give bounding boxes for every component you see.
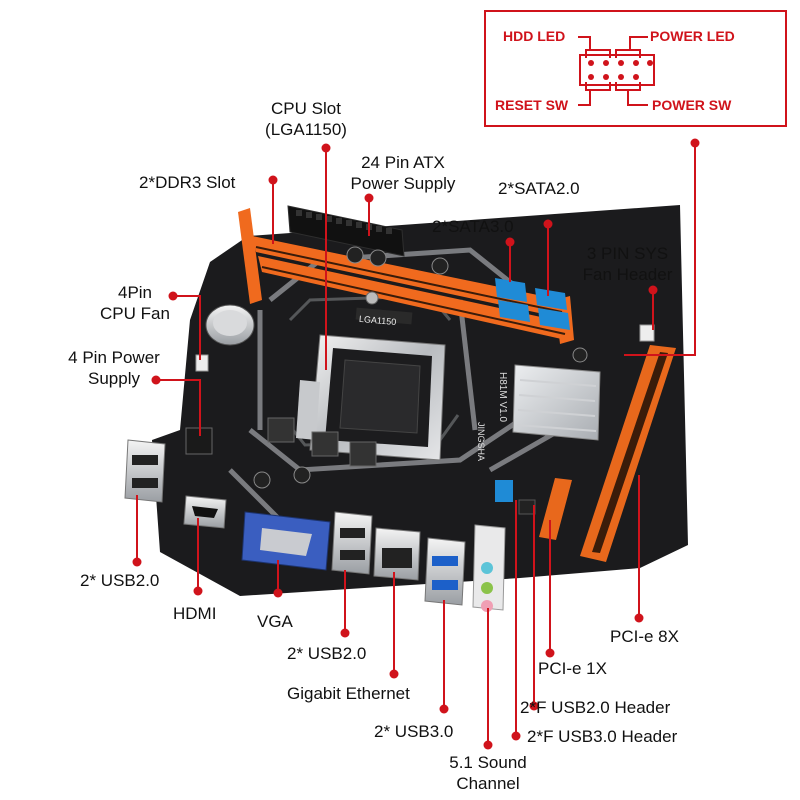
socket-text: LGA1150 — [359, 314, 397, 327]
atx-24pin-connector — [287, 205, 405, 257]
power-4pin-label: 4 Pin Power Supply — [52, 347, 176, 389]
hdd-led-label: HDD LED — [503, 28, 566, 44]
vrm-components — [253, 246, 588, 489]
leader-dots — [132, 138, 700, 750]
usb2-left-label: 2* USB2.0 — [80, 571, 160, 590]
usb2-mid-port — [331, 511, 373, 575]
power-4pin-label-line1: 4 Pin Power — [68, 348, 160, 367]
atx-24pin-label-line2: Power Supply — [350, 174, 456, 193]
atx-24pin-label: 24 Pin ATX Power Supply — [333, 152, 473, 194]
f-usb3-header — [495, 480, 513, 502]
sys-fan-label: 3 PIN SYS Fan Header — [565, 243, 690, 285]
sys-fan-label-line2: Fan Header — [582, 265, 673, 284]
sata-ports — [495, 278, 570, 330]
cpu-slot-label: CPU Slot (LGA1150) — [246, 98, 366, 140]
sound-label-line2: Channel — [456, 774, 520, 793]
cmos-battery — [205, 304, 255, 346]
header-pins — [588, 60, 653, 80]
leader-lines — [136, 143, 696, 744]
pcie-8x-label: PCI-e 8X — [610, 627, 679, 646]
pcie-1x-label: PCI-e 1X — [538, 659, 607, 678]
brand-text: JINGSHA — [476, 422, 486, 461]
pcie-1x-slot — [539, 478, 572, 540]
pcb-graphics — [228, 247, 562, 542]
usb2-mid-label: 2* USB2.0 — [287, 644, 367, 663]
f-usb2-label: 2*F USB2.0 Header — [520, 698, 671, 717]
f-usb2-header — [518, 499, 536, 515]
cpu-slot-label-line2: (LGA1150) — [265, 120, 347, 139]
ddr3-slots — [238, 208, 574, 344]
cpu-fan-header — [195, 354, 209, 372]
header-connector-outline — [579, 54, 655, 86]
sound-label-line1: 5.1 Sound — [449, 753, 527, 772]
sys-fan-label-line1: 3 PIN SYS — [586, 244, 669, 263]
reset-sw-label: RESET SW — [495, 97, 569, 113]
ethernet-label: Gigabit Ethernet — [287, 684, 410, 703]
cpu-fan-label: 4Pin CPU Fan — [85, 282, 185, 324]
sata2-label: 2*SATA2.0 — [498, 179, 580, 198]
usb3-port — [424, 537, 466, 606]
pcie-slots — [539, 345, 676, 562]
ram-slot-2 — [258, 256, 566, 340]
cpu-slot-label-line1: CPU Slot — [271, 99, 341, 118]
sys-fan-header — [639, 324, 655, 342]
power-led-label: POWER LED — [650, 28, 735, 44]
cpu-4pin-power — [185, 427, 213, 455]
hdmi-label: HDMI — [173, 604, 217, 623]
ram-slot-1 — [252, 236, 562, 318]
sata3-label: 2*SATA3.0 — [432, 217, 514, 236]
cpu-socket — [296, 307, 446, 461]
board-model-text: H81M V1.0 — [497, 372, 508, 422]
sound-label: 5.1 Sound Channel — [432, 752, 544, 794]
chipset-heatsink — [512, 364, 601, 441]
usb2-left-port — [124, 439, 166, 503]
header-pin-brackets — [578, 36, 648, 106]
power-sw-label: POWER SW — [652, 97, 732, 113]
vga-label: VGA — [257, 612, 293, 631]
front-panel-pins — [578, 36, 655, 106]
cpu-fan-label-line2: CPU Fan — [100, 304, 170, 323]
power-4pin-label-line2: Supply — [88, 369, 140, 388]
f-usb3-label: 2*F USB3.0 Header — [527, 727, 678, 746]
rear-io — [124, 324, 655, 612]
usb3-label: 2* USB3.0 — [374, 722, 454, 741]
atx-24pin-label-line1: 24 Pin ATX — [361, 153, 445, 172]
cpu-fan-label-line1: 4Pin — [117, 283, 153, 302]
ddr3-slot-label: 2*DDR3 Slot — [139, 173, 236, 192]
